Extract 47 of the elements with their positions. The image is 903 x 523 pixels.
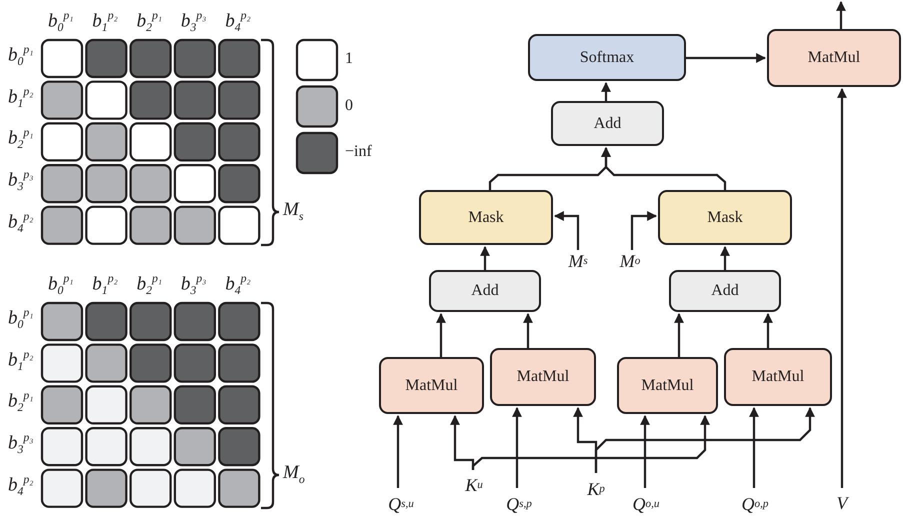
arrow [393,415,403,488]
operation-box [429,270,541,312]
arrow [640,415,650,488]
operation-label: Add [594,114,622,132]
operation-label: MatMul [808,49,860,67]
arrow [523,313,533,348]
arrow [601,82,611,101]
operation-box [724,348,832,406]
arrow [601,147,726,190]
arrow [630,211,657,250]
operation-label: Add [471,282,499,300]
operation-label: Mask [707,208,743,226]
arrow [436,313,446,357]
operation-box [379,357,484,414]
arrow [594,407,815,473]
arrow [836,1,846,29]
arrow [554,211,580,250]
symbol-label: V [830,490,854,516]
operation-box [490,348,596,406]
operation-box [551,101,664,146]
arrow [512,407,522,488]
arrow [472,415,710,470]
arrow [686,53,766,63]
operation-label: Add [711,282,739,300]
arrow [749,407,759,488]
arrow [837,88,847,488]
operation-label: MatMul [516,368,570,386]
operation-box [419,190,553,245]
arrow [674,313,684,357]
operation-box [617,357,718,414]
operation-box [767,29,901,87]
matrix-name: M$_{s}$ [283,200,304,223]
legend-label: 0 [345,96,353,114]
operation-label: MatMul [752,368,804,386]
matrix-name: M$_{o}$ [283,463,305,486]
operation-box [669,270,781,312]
arrow [763,313,773,348]
operation-box [528,34,686,81]
operation-label: MatMul [405,376,458,394]
operation-label: MatMul [641,376,694,394]
arrow [720,246,730,270]
operation-label: Mask [468,208,504,226]
legend-label: −inf [345,143,372,161]
operation-box [658,190,792,245]
arrow [480,246,490,270]
operation-label: Softmax [580,48,634,66]
legend-label: 1 [345,50,353,68]
